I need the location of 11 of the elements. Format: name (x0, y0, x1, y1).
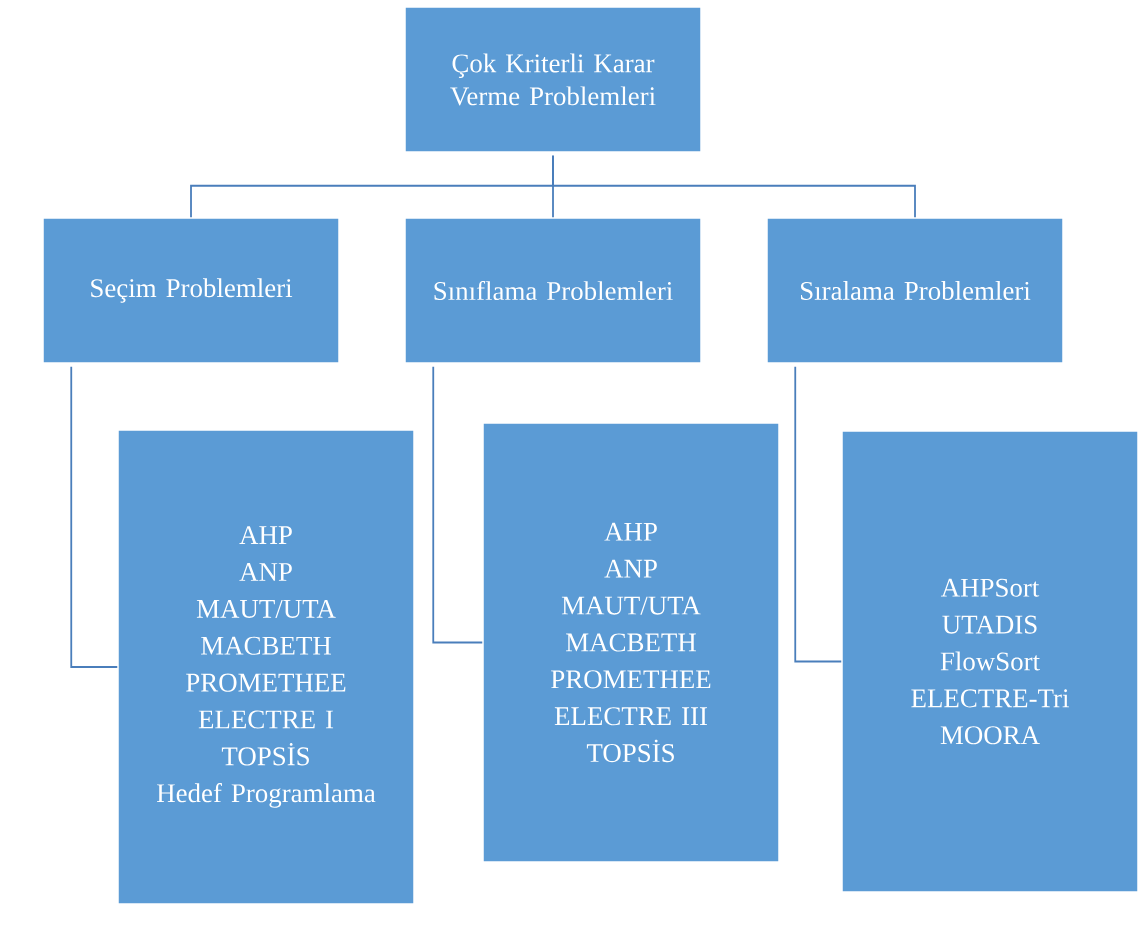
method-list-box: AHP ANP MAUT/UTA MACBETH PROMETHEE ELECTRE III TOPSİS (482, 422, 780, 863)
category-box: Seçim Problemleri (42, 217, 340, 364)
category-box: Sınıflama Problemleri (404, 217, 702, 364)
connector-line (794, 365, 843, 663)
category-box: Çok Kriterli Karar Verme Problemleri (404, 6, 702, 153)
method-list-box: AHP ANP MAUT/UTA MACBETH PROMETHEE ELECTRE I TOPSİS Hedef Programlama (117, 429, 415, 905)
method-list-box: AHPSort UTADIS FlowSort ELECTRE-Tri MOORA (841, 430, 1138, 893)
connector-line (432, 365, 484, 644)
connector-line (70, 365, 119, 668)
category-box: Sıralama Problemleri (766, 217, 1064, 364)
connector-line (552, 154, 916, 219)
